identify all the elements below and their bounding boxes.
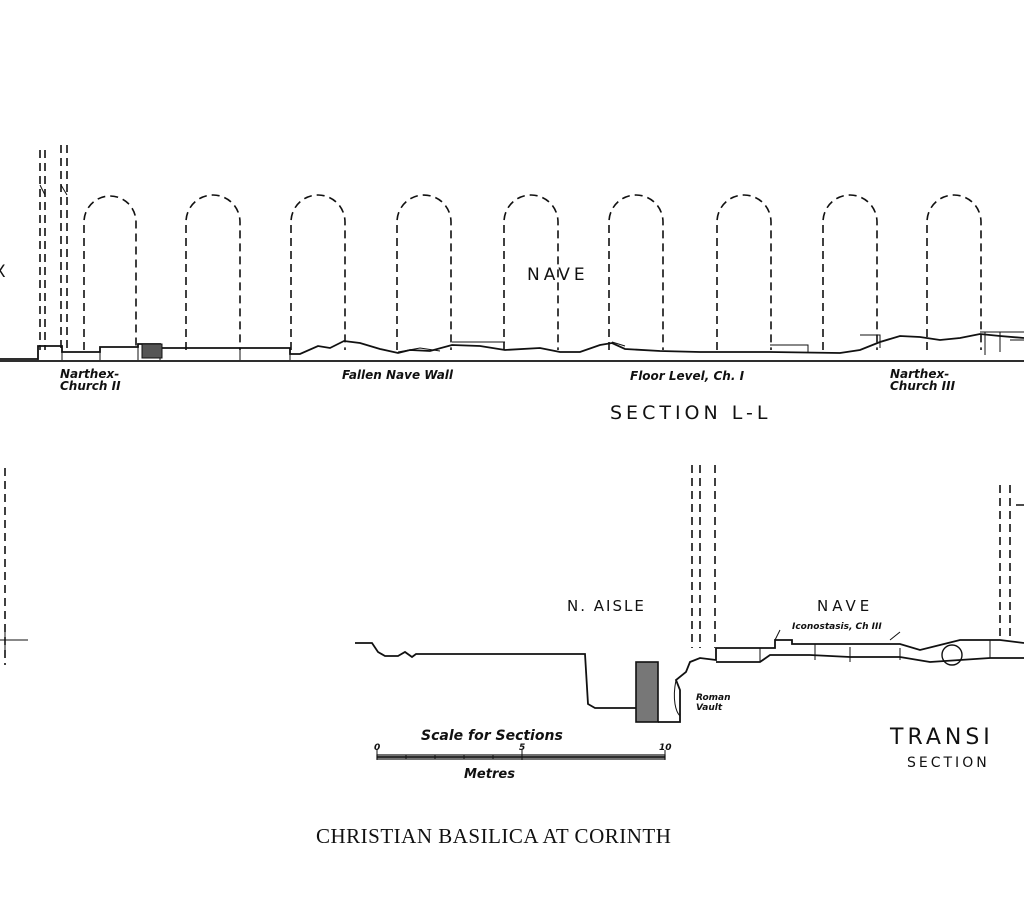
nave-label-lower: NAVE	[817, 597, 874, 615]
n-aisle-label: N. AISLE	[567, 597, 646, 615]
narthex-church-iii-label: Narthex- Church III	[890, 367, 956, 393]
nave-label-upper: NAVE	[527, 265, 589, 285]
scale-tick-5: 5	[519, 743, 526, 753]
transept-partial-label: TRANSI	[890, 725, 994, 750]
nave-arcade	[83, 194, 982, 350]
scale-title: Scale for Sections	[421, 728, 563, 744]
scale-bar	[376, 750, 666, 760]
partial-label: X	[0, 262, 10, 282]
narthex-church-ii-label: Narthex- Church II	[60, 367, 121, 393]
scale-unit: Metres	[464, 767, 515, 782]
figure-caption: CHRISTIAN BASILICA AT CORINTH	[316, 824, 672, 848]
iconostasis-label: Iconostasis, Ch III	[792, 622, 882, 632]
masonry-pier	[635, 661, 659, 723]
floor-level-label: Floor Level, Ch. I	[630, 369, 745, 383]
fallen-nave-wall-label: Fallen Nave Wall	[342, 368, 454, 382]
section-ll-drawing	[0, 145, 1024, 362]
section-ll-title: SECTION L-L	[610, 402, 772, 424]
scale-tick-0: 0	[374, 743, 381, 753]
scale-tick-10: 10	[659, 743, 672, 753]
roman-vault-label: Roman Vault	[696, 693, 731, 713]
lower-section-drawing	[0, 465, 1024, 723]
section-partial-label: SECTION	[907, 755, 990, 771]
